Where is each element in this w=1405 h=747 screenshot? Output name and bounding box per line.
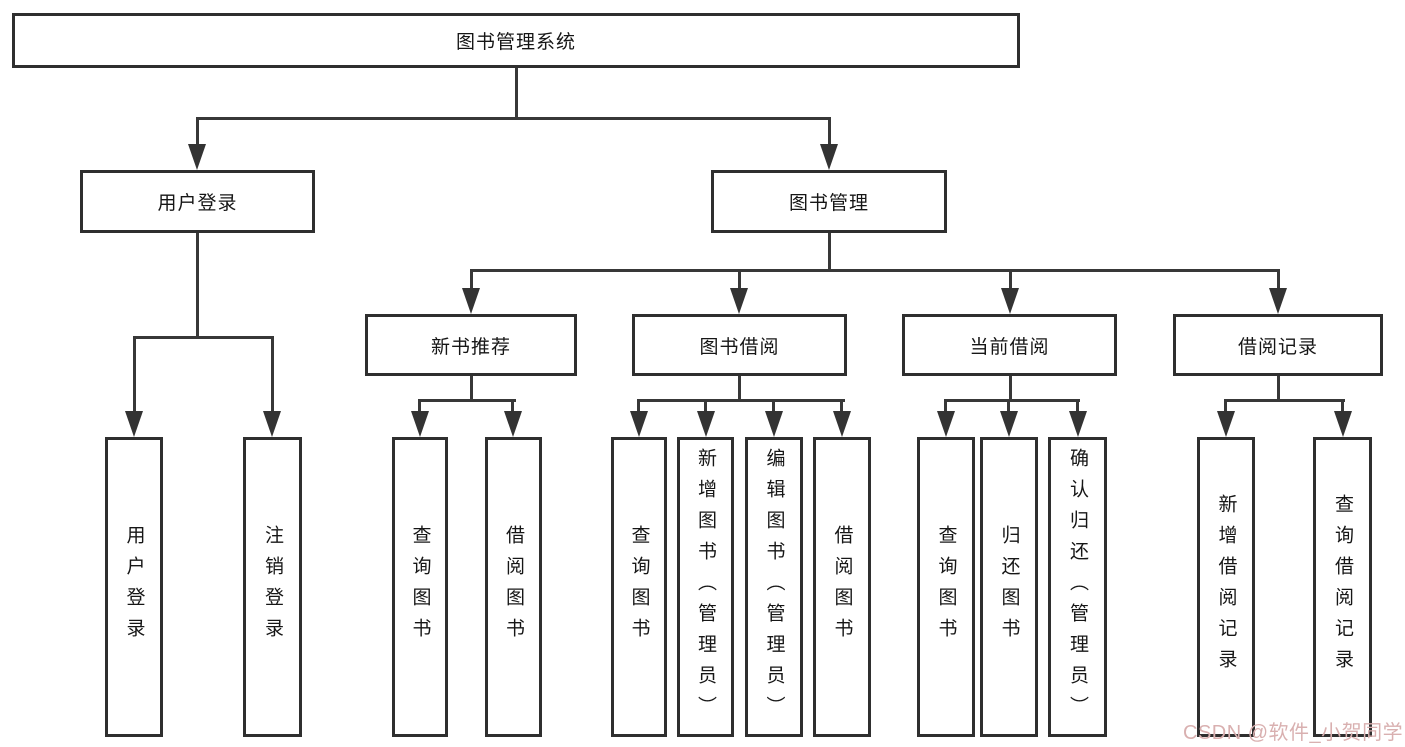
leaf-logout-label: 注销登录 bbox=[262, 525, 283, 649]
leaf-borrow-books-label: 借阅图书 bbox=[831, 525, 853, 649]
node-current-borrow-label: 当前借阅 bbox=[969, 336, 1050, 358]
watermark: CSDN @软件_小贺同学 bbox=[1183, 722, 1404, 744]
node-user-login: 用户登录 bbox=[80, 170, 315, 233]
connector-line bbox=[828, 233, 831, 272]
arrow-down-icon bbox=[411, 411, 429, 437]
leaf-edit-book-admin: 编辑图书（管理员） bbox=[745, 437, 803, 737]
arrow-down-icon bbox=[1001, 288, 1019, 314]
connector-line bbox=[638, 399, 845, 402]
connector-line bbox=[470, 376, 473, 401]
arrow-down-icon bbox=[1000, 411, 1018, 437]
connector-line bbox=[470, 269, 1280, 272]
node-root-label: 图书管理系统 bbox=[455, 32, 576, 53]
node-borrow-records: 借阅记录 bbox=[1173, 314, 1383, 376]
leaf-current-query-books: 查询图书 bbox=[917, 437, 975, 737]
connector-line bbox=[738, 376, 741, 401]
leaf-recommend-borrow-books: 借阅图书 bbox=[485, 437, 542, 737]
connector-line bbox=[1009, 376, 1012, 401]
connector-line bbox=[196, 233, 199, 339]
node-book-borrow-label: 图书借阅 bbox=[699, 336, 780, 358]
connector-line bbox=[738, 269, 741, 293]
arrow-down-icon bbox=[125, 411, 143, 437]
connector-line bbox=[271, 336, 274, 416]
connector-line bbox=[1277, 376, 1280, 401]
connector-line bbox=[196, 117, 831, 120]
connector-line bbox=[511, 399, 514, 418]
node-borrow-records-label: 借阅记录 bbox=[1237, 336, 1318, 358]
leaf-recommend-query-books-label: 查询图书 bbox=[409, 525, 431, 649]
connector-line bbox=[470, 269, 473, 293]
node-root: 图书管理系统 bbox=[12, 13, 1020, 68]
arrow-down-icon bbox=[697, 411, 715, 437]
arrow-down-icon bbox=[1217, 411, 1235, 437]
leaf-user-login-label: 用户登录 bbox=[123, 525, 145, 649]
connector-line bbox=[1076, 399, 1079, 418]
arrow-down-icon bbox=[730, 288, 748, 314]
arrow-down-icon bbox=[462, 288, 480, 314]
arrow-down-icon bbox=[188, 144, 206, 170]
arrow-down-icon bbox=[833, 411, 851, 437]
connector-line bbox=[704, 399, 707, 418]
leaf-add-borrow-record: 新增借阅记录 bbox=[1197, 437, 1255, 737]
arrow-down-icon bbox=[820, 144, 838, 170]
connector-line bbox=[196, 117, 199, 147]
connector-line bbox=[1009, 269, 1012, 293]
connector-line bbox=[828, 117, 831, 147]
connector-line bbox=[419, 399, 516, 402]
arrow-down-icon bbox=[630, 411, 648, 437]
leaf-query-borrow-record-label: 查询借阅记录 bbox=[1332, 494, 1353, 680]
leaf-add-book-admin-label: 新增图书（管理员） bbox=[695, 447, 716, 727]
arrow-down-icon bbox=[504, 411, 522, 437]
connector-line bbox=[1277, 269, 1280, 293]
leaf-confirm-return-admin-label: 确认归还（管理员） bbox=[1067, 447, 1088, 727]
connector-line bbox=[1224, 399, 1227, 418]
leaf-logout: 注销登录 bbox=[243, 437, 302, 737]
leaf-edit-book-admin-label: 编辑图书（管理员） bbox=[763, 447, 785, 727]
connector-line bbox=[133, 336, 136, 416]
arrow-down-icon bbox=[1334, 411, 1352, 437]
leaf-borrow-books: 借阅图书 bbox=[813, 437, 871, 737]
leaf-borrow-query-books-label: 查询图书 bbox=[628, 525, 650, 649]
leaf-add-book-admin: 新增图书（管理员） bbox=[677, 437, 734, 737]
leaf-query-borrow-record: 查询借阅记录 bbox=[1313, 437, 1372, 737]
leaf-confirm-return-admin: 确认归还（管理员） bbox=[1048, 437, 1107, 737]
connector-line bbox=[1341, 399, 1344, 418]
node-book-management: 图书管理 bbox=[711, 170, 947, 233]
connector-line bbox=[944, 399, 947, 418]
node-book-borrow: 图书借阅 bbox=[632, 314, 847, 376]
node-new-book-recommend: 新书推荐 bbox=[365, 314, 577, 376]
arrow-down-icon bbox=[263, 411, 281, 437]
leaf-borrow-query-books: 查询图书 bbox=[611, 437, 667, 737]
leaf-user-login: 用户登录 bbox=[105, 437, 163, 737]
connector-line bbox=[637, 399, 640, 418]
node-current-borrow: 当前借阅 bbox=[902, 314, 1117, 376]
node-book-management-label: 图书管理 bbox=[788, 193, 869, 214]
connector-line bbox=[772, 399, 775, 418]
connector-line bbox=[1007, 399, 1010, 418]
connector-line bbox=[1225, 399, 1345, 402]
leaf-return-books: 归还图书 bbox=[980, 437, 1038, 737]
leaf-add-borrow-record-label: 新增借阅记录 bbox=[1215, 494, 1237, 680]
node-new-book-recommend-label: 新书推荐 bbox=[430, 336, 511, 358]
arrow-down-icon bbox=[765, 411, 783, 437]
leaf-current-query-books-label: 查询图书 bbox=[935, 525, 957, 649]
leaf-recommend-query-books: 查询图书 bbox=[392, 437, 448, 737]
arrow-down-icon bbox=[1069, 411, 1087, 437]
leaf-recommend-borrow-books-label: 借阅图书 bbox=[503, 525, 524, 649]
connector-line bbox=[515, 68, 518, 119]
leaf-return-books-label: 归还图书 bbox=[998, 525, 1020, 649]
connector-line bbox=[133, 336, 274, 339]
arrow-down-icon bbox=[1269, 288, 1287, 314]
connector-line bbox=[945, 399, 1080, 402]
connector-line bbox=[418, 399, 421, 418]
connector-line bbox=[840, 399, 843, 418]
arrow-down-icon bbox=[937, 411, 955, 437]
node-user-login-label: 用户登录 bbox=[157, 193, 238, 214]
